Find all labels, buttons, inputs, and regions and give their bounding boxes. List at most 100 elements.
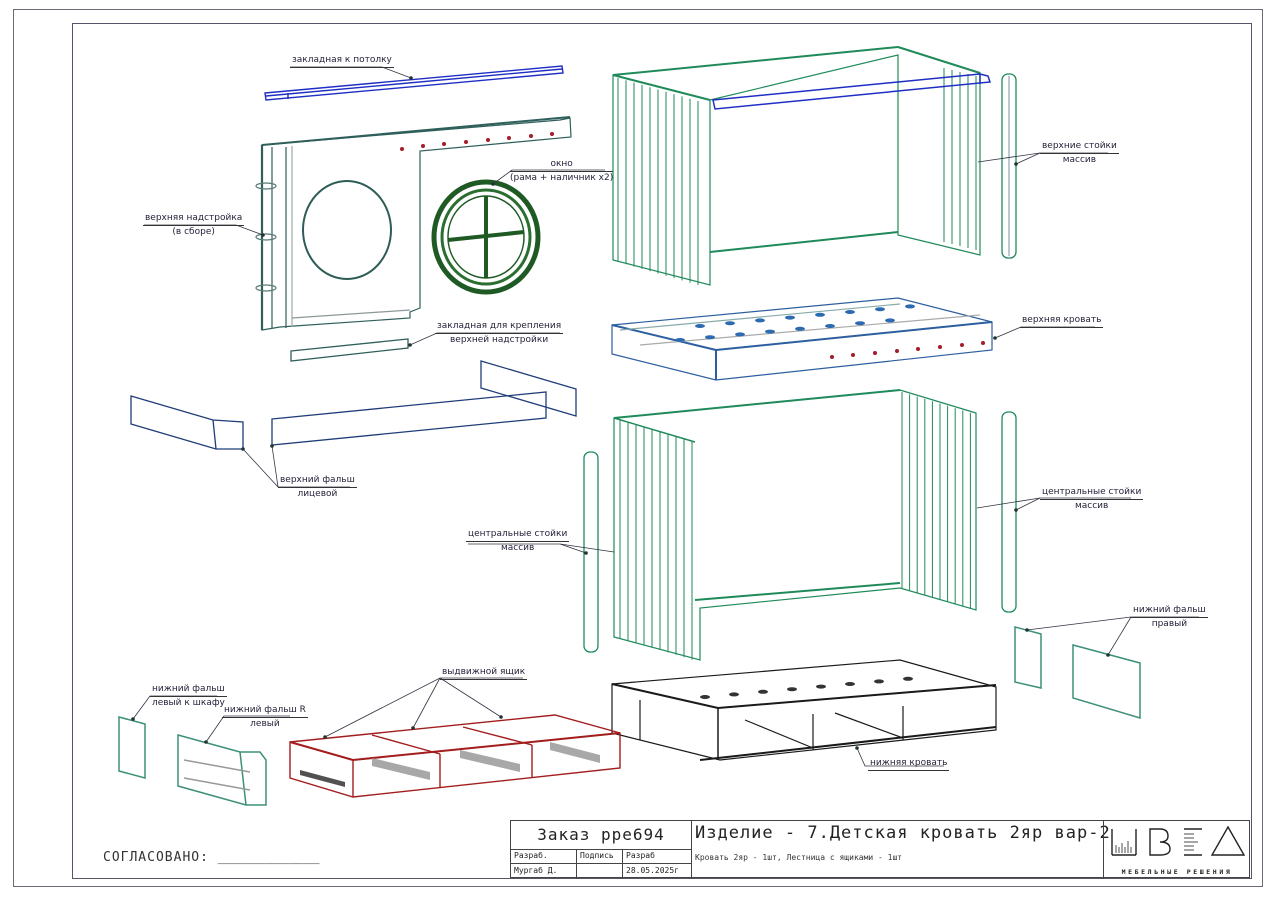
slat-pad [815,312,825,317]
slat-pad [700,695,710,699]
bolt-markers [400,132,554,151]
upper-superstructure-part [255,116,572,331]
callout-line: верхней надстройки [449,335,549,345]
slat-pad [785,315,795,320]
central-post-right-part [1001,411,1017,613]
callout-pull-out-drawer: выдвижной ящик [440,666,528,680]
callout-upper-bed: верхняя кровать [1020,314,1104,328]
product-description: Кровать 2яр - 1шт, Лестница с ящиками - … [695,853,903,862]
upper-bed-slat-pads [675,304,915,342]
callout-line: массив [500,543,535,553]
lower-fascia-left-part [118,716,267,806]
upper-front-fascia-part [130,360,577,450]
slat-pad [755,318,765,323]
header-developer: Разраб. [511,849,577,864]
callout-ceiling-embed: закладная к потолку [290,54,394,68]
callout-lower-bed: нижняя кровать [868,757,950,771]
superstructure-embed-part [290,338,409,362]
slat-pad [845,682,855,686]
slat-pad [903,676,913,681]
slat-pad [816,684,826,689]
callout-line: (в сборе) [172,227,215,237]
lower-bed-slat-pads [700,676,913,699]
central-frame-slats [619,392,971,660]
callout-superstructure-embed: закладная для крепления верхней надстрой… [435,320,564,347]
ceiling-embed-part [264,65,564,101]
slat-pad [675,338,685,342]
callout-line: верхние стойки [1040,140,1119,154]
callout-line: нижний фальш [150,683,227,697]
signature-value [577,864,623,879]
upper-frame-slats [617,68,977,285]
upper-post-part [1001,73,1017,259]
callout-line: верхний фальш [278,474,357,488]
callout-line: верхняя надстройка [143,212,245,226]
developer-name: Мургаб Д. [511,864,577,879]
slat-pad [725,321,735,326]
date-value: 28.05.2025г [626,866,679,875]
slat-pad [795,326,805,331]
slat-pad [705,335,715,340]
callout-line: центральные стойки [1040,486,1144,500]
callout-central-posts-left: центральные стойки массив [466,528,570,555]
slat-pad [695,324,705,328]
company-logo: МЕБЕЛЬНЫЕ РЕШЕНИЯ [1103,821,1250,879]
product-title: Изделие - 7.Детская кровать 2яр вар-2 [695,823,1111,843]
slat-pad [845,310,855,314]
sheet-inner-border [72,23,1252,879]
logo-tagline: МЕБЕЛЬНЫЕ РЕШЕНИЯ [1121,868,1233,876]
callout-upper-superstructure: верхняя надстройка (в сборе) [143,212,245,239]
slat-pad [765,329,775,334]
callout-line: нижний фальш [1131,604,1208,618]
slat-pad [874,679,884,684]
upper-rail-beam [712,73,992,110]
callout-line: верхняя кровать [1020,314,1104,328]
approval-signature-line: _____________ [217,850,320,865]
callout-line: левый к шкафу [151,698,225,708]
pull-out-drawers-part [289,714,621,798]
approval-field: СОГЛАСОВАНО: _____________ [103,850,320,865]
central-frame-part [613,389,977,661]
header-date: Разраб [623,849,691,864]
order-number: Заказ ppe694 [511,821,692,850]
callout-line: (рама + наличник x2) [510,173,614,183]
upper-frame-part [612,46,981,286]
round-window-part [431,179,541,295]
drawer-runners [300,742,600,787]
callout-line: окно [510,158,614,172]
callout-line: центральные стойки [466,528,570,542]
header-signature: Подпись [577,849,623,864]
callout-line: закладная для крепления [435,320,564,334]
upper-bed-bolts [830,341,985,359]
upper-bed-part [611,297,993,381]
callout-line: левый [250,719,280,729]
approval-label: СОГЛАСОВАНО: [103,850,209,865]
callout-lower-fascia-right: нижний фальш правый [1131,604,1208,631]
callout-line: массив [1062,155,1097,165]
callout-line: выдвижной ящик [440,666,528,680]
slat-pad [787,687,797,692]
callout-line: нижняя кровать [868,757,950,771]
slat-pad [735,332,745,337]
callout-line: закладная к потолку [290,54,394,68]
slat-pad [875,307,885,312]
logo-mark-icon [1111,825,1246,856]
callout-lower-fascia-left-cabinet: нижний фальш левый к шкафу [150,683,227,710]
title-block: Заказ ppe694 Разраб. Подпись Разраб Мург… [510,820,1250,879]
callout-line: нижний фальш R [222,704,308,718]
slat-pad [758,689,768,694]
slat-pad [855,321,865,326]
lower-bed-part [611,659,997,761]
callout-central-posts-right: центральные стойки массив [1040,486,1144,513]
slat-pad [729,692,739,697]
callout-line: правый [1151,619,1188,629]
slat-pad [905,304,915,309]
slat-pad [885,318,895,323]
callout-line: массив [1074,501,1109,511]
slat-pad [825,324,835,328]
callout-anchor-dots [131,76,1110,750]
signature-grid: Разраб. Подпись Разраб Мургаб Д. 28.05.2… [511,849,692,879]
callout-upper-front-fascia: верхний фальш лицевой [278,474,357,501]
callout-lower-fascia-r-left: нижний фальш R левый [222,704,308,731]
lower-fascia-right-part [1014,626,1141,720]
